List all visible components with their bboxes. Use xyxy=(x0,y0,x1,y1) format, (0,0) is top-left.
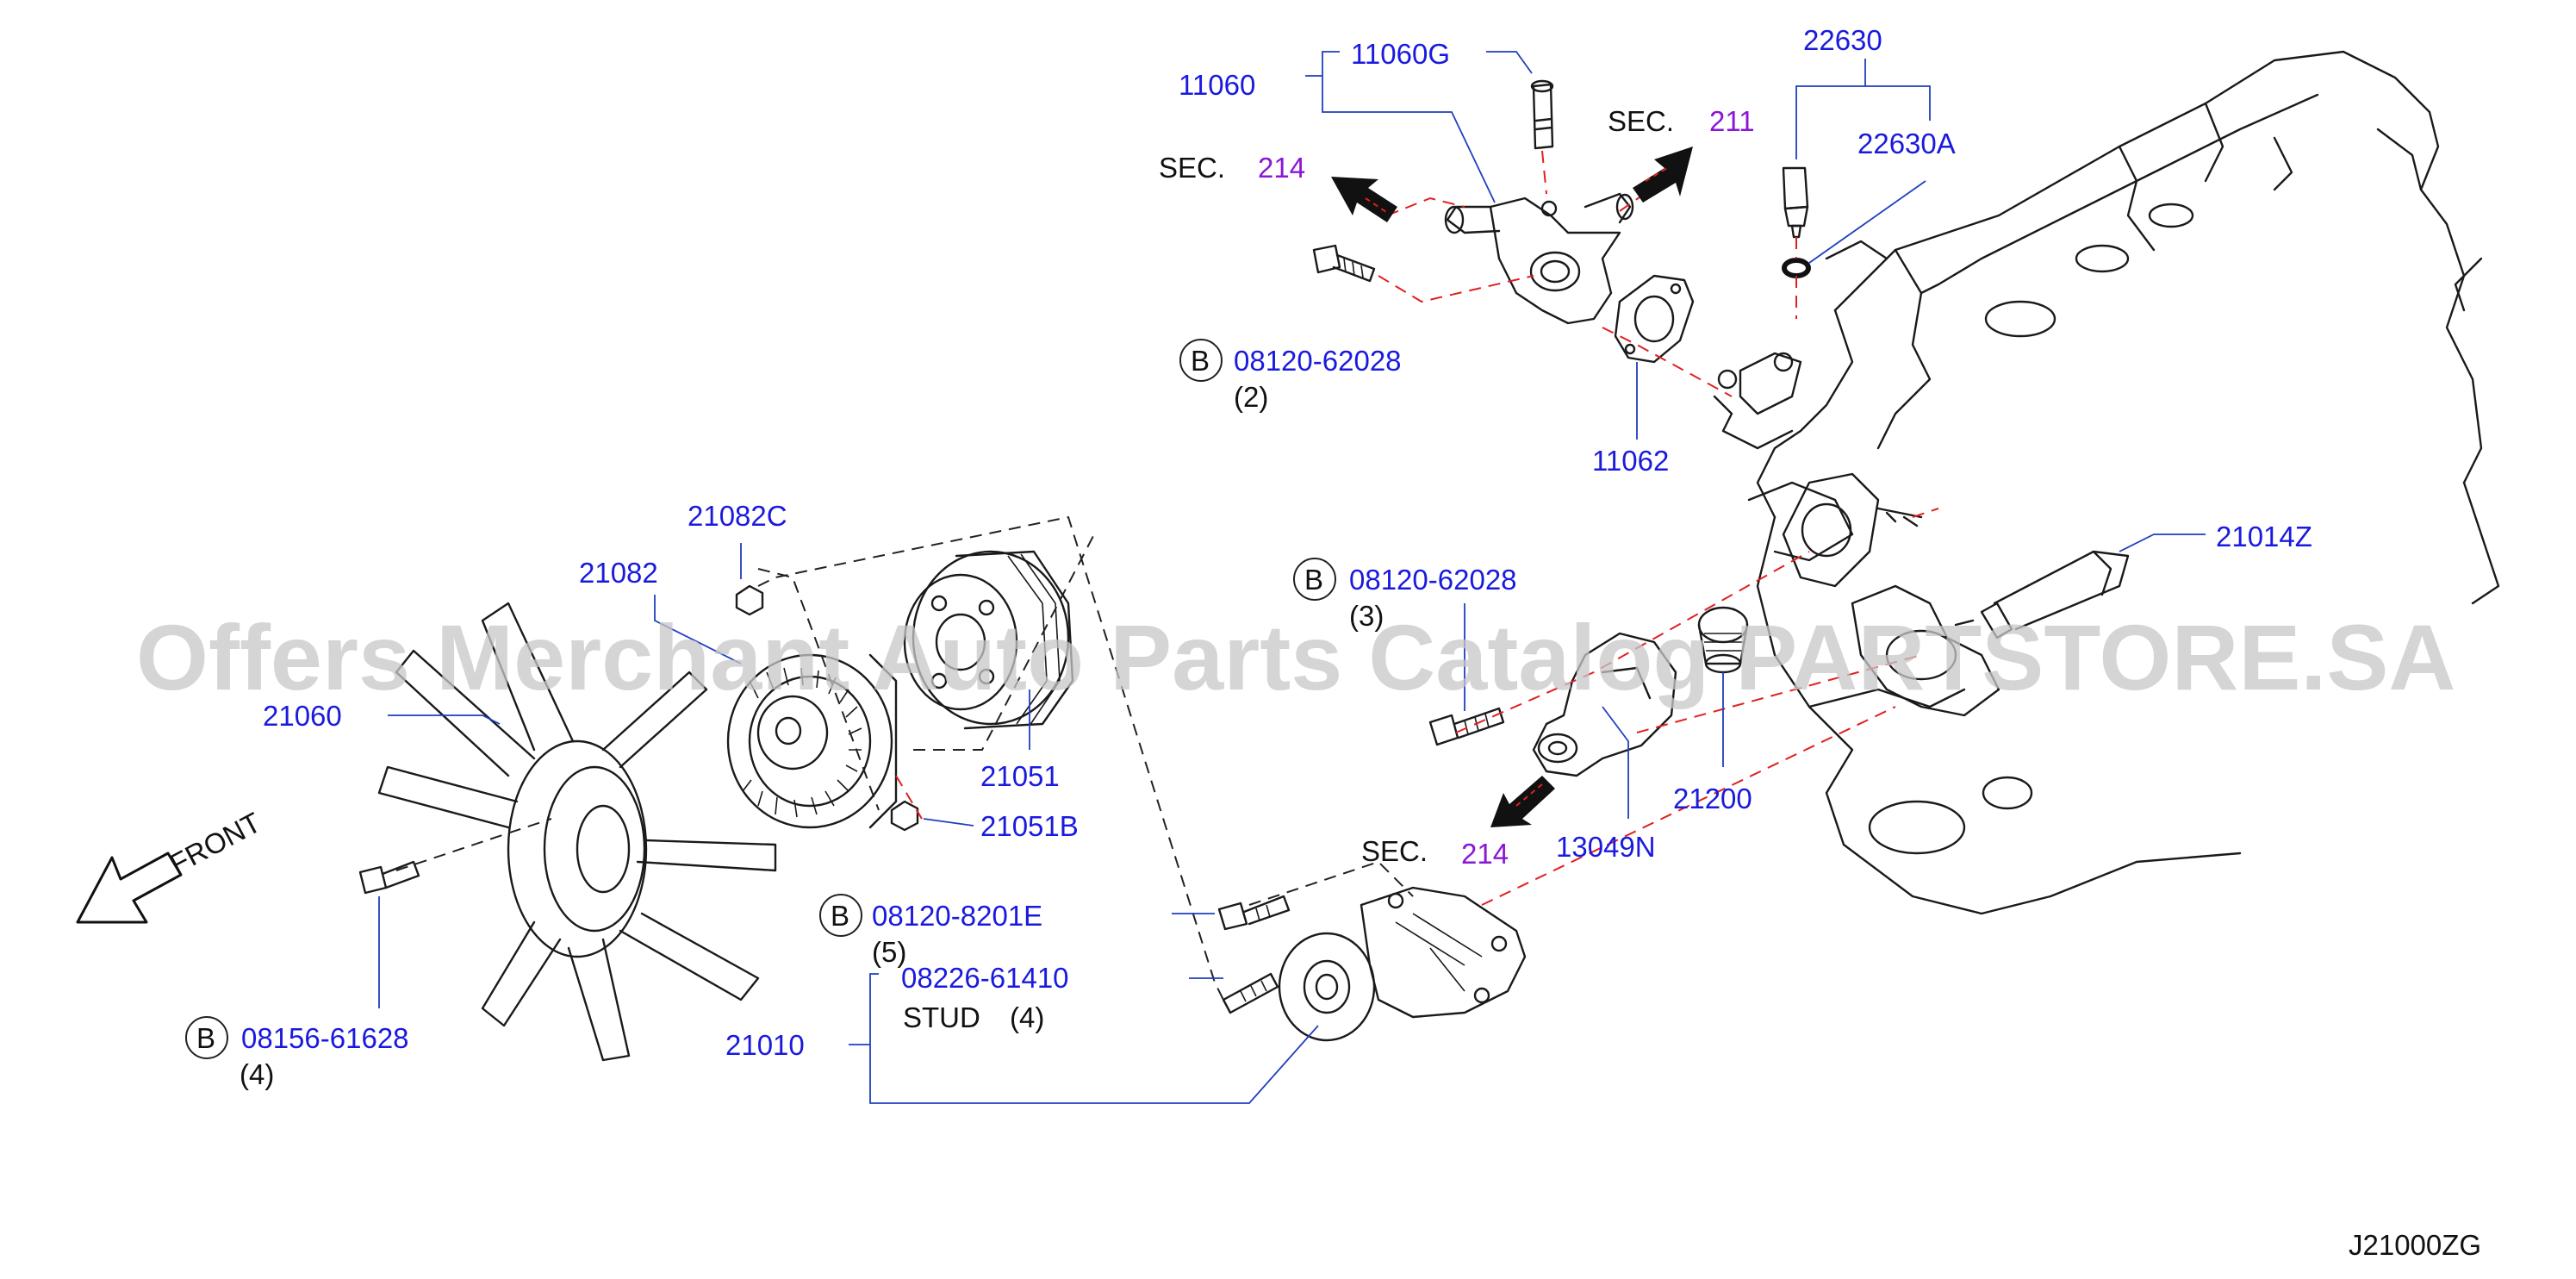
part-label-21010: 21010 xyxy=(725,1029,805,1061)
section-arrows xyxy=(1331,147,1693,827)
sec-ref-prefix-2: SEC. xyxy=(1608,105,1674,137)
part-label-11062: 11062 xyxy=(1592,445,1669,477)
sec-ref-prefix-3: SEC. xyxy=(1361,835,1428,867)
bolt-part-4: 08156-61628 xyxy=(241,1022,409,1054)
sec-214-top-arrow xyxy=(1331,177,1397,222)
bolt-badge-letter-1: B xyxy=(1191,345,1210,377)
stud-qty: (4) xyxy=(1010,1001,1044,1033)
part-label-21014Z: 21014Z xyxy=(2216,521,2312,552)
stud-label: STUD xyxy=(903,1001,980,1033)
part-label-13049N: 13049N xyxy=(1556,831,1656,863)
bolt-badge-letter-3: B xyxy=(831,900,849,932)
bolt-qty-2: (3) xyxy=(1349,600,1384,632)
leader-lines xyxy=(378,51,2206,1104)
part-label-21051: 21051 xyxy=(980,760,1060,792)
diagram-code: J21000ZG xyxy=(2349,1229,2481,1261)
assembly-dashed-lines xyxy=(395,150,1939,1001)
part-label-21200: 21200 xyxy=(1673,783,1752,814)
sec-ref-num-2: 211 xyxy=(1709,105,1755,137)
bolt-badge-3 xyxy=(819,894,862,937)
bolt-badge-1 xyxy=(1179,339,1223,382)
part-label-21051B: 21051B xyxy=(980,810,1079,842)
sec-211-arrow xyxy=(1633,147,1693,203)
cooling-fan-illustration xyxy=(358,550,1074,1062)
watermark-text: Offers Merchant Auto Parts Catalog PARTS… xyxy=(136,605,2455,709)
sec-ref-num-3: 214 xyxy=(1461,838,1509,870)
stud-part: 08226-61410 xyxy=(901,962,1069,994)
bolt-badge-letter-4: B xyxy=(196,1022,215,1054)
part-label-22630A: 22630A xyxy=(1857,128,1956,159)
part-label-22630: 22630 xyxy=(1803,24,1882,56)
sec-ref-prefix-1: SEC. xyxy=(1159,152,1225,184)
water-outlet-housing-illustration xyxy=(1312,79,1811,364)
part-label-11060: 11060 xyxy=(1179,69,1255,101)
water-pump-illustration xyxy=(1217,886,1527,1042)
front-label: FRONT xyxy=(165,806,266,880)
part-label-11060G: 11060G xyxy=(1351,38,1450,70)
front-arrow: FRONT xyxy=(76,806,266,924)
part-label-21060: 21060 xyxy=(263,700,342,732)
engine-block-illustration xyxy=(1713,50,2500,915)
bolt-badge-4 xyxy=(185,1016,228,1059)
bolt-badge-2 xyxy=(1293,558,1336,601)
bolt-part-3: 08120-8201E xyxy=(872,900,1042,932)
bolt-qty-3: (5) xyxy=(872,936,906,968)
thermostat-housing-illustration xyxy=(1428,550,2130,777)
bolt-qty-1: (2) xyxy=(1234,381,1268,413)
part-labels: 11060 11060G 22630 22630A 11062 21082C 2… xyxy=(185,24,2481,1261)
sec-214-bottom-arrow xyxy=(1490,776,1555,827)
bolt-badge-letter-2: B xyxy=(1304,564,1323,596)
sec-ref-num-1: 214 xyxy=(1258,152,1305,184)
part-label-21082C: 21082C xyxy=(688,500,787,532)
bolt-part-1: 08120-62028 xyxy=(1234,345,1402,377)
bolt-part-2: 08120-62028 xyxy=(1349,564,1517,596)
bolt-qty-4: (4) xyxy=(240,1058,274,1090)
part-label-21082: 21082 xyxy=(579,557,658,589)
